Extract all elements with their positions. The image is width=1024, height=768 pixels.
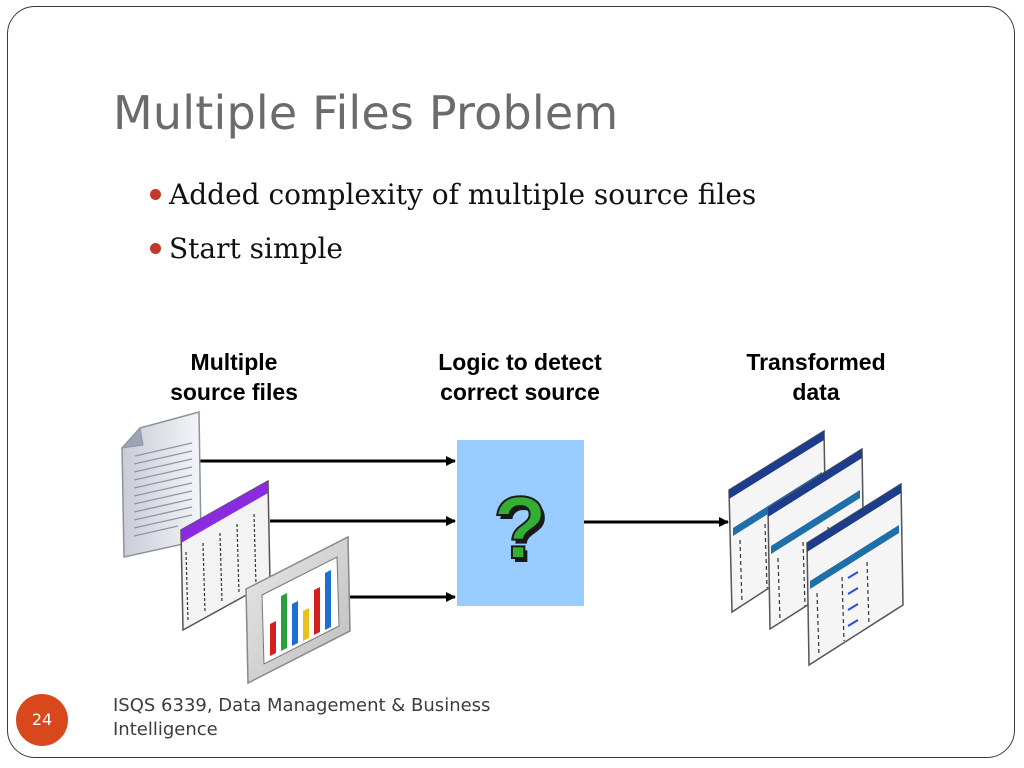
page-number-badge: 24 xyxy=(16,694,68,746)
sources-label-line: Multiple xyxy=(190,349,278,375)
document-icon xyxy=(120,411,202,558)
logic-label-line: Logic to detect xyxy=(438,349,602,375)
sources-label-line: source files xyxy=(170,379,298,405)
bullet-text: Added complexity of multiple source file… xyxy=(169,178,757,211)
slide-title: Multiple Files Problem xyxy=(113,86,619,140)
app-window-icon xyxy=(728,429,904,667)
bullet-dot-icon xyxy=(150,242,161,254)
logic-label-line: correct source xyxy=(440,379,600,405)
sources-label: Multiple source files xyxy=(134,347,334,407)
bullet-dot-icon xyxy=(150,188,161,200)
bar-chart-icon xyxy=(245,535,351,685)
footer-course: ISQS 6339, Data Management & Business In… xyxy=(113,694,553,742)
logic-label: Logic to detect correct source xyxy=(400,347,640,407)
bullet-item: Start simple xyxy=(150,222,756,276)
output-label: Transformed data xyxy=(706,347,926,407)
bullet-list: Added complexity of multiple source file… xyxy=(150,168,756,276)
question-mark-icon: ? xyxy=(493,478,547,577)
output-label-line: Transformed xyxy=(746,349,886,375)
logic-box xyxy=(457,440,584,606)
question-mark-shadow: ? xyxy=(496,482,550,581)
output-label-line: data xyxy=(792,379,840,405)
bullet-text: Start simple xyxy=(169,232,343,265)
bullet-item: Added complexity of multiple source file… xyxy=(150,168,756,222)
footer-course-line: ISQS 6339, Data Management & Business xyxy=(113,695,491,716)
footer-course-line: Intelligence xyxy=(113,719,218,740)
